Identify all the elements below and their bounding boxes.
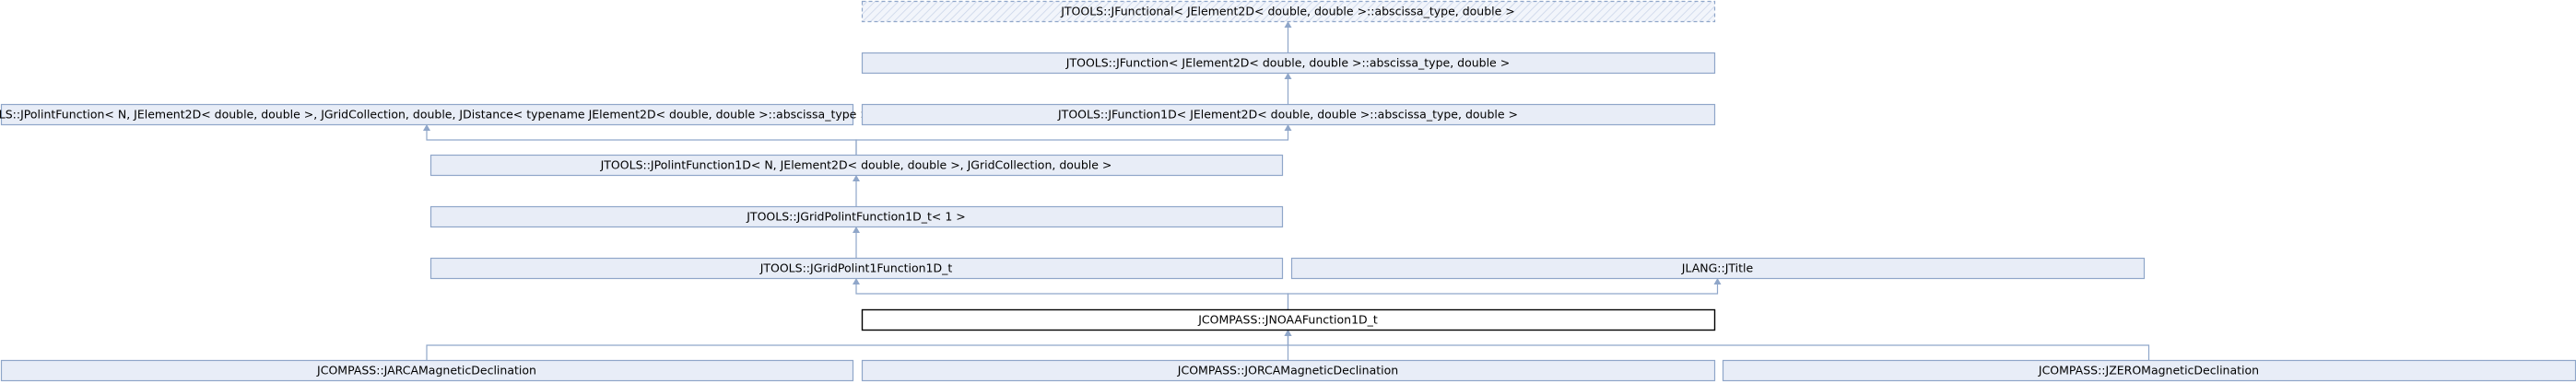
class-label: JCOMPASS::JZEROMagneticDeclination — [2038, 364, 2259, 377]
edge-jpolintfunction1d-to-jpolintfunction — [426, 131, 857, 155]
class-box — [861, 0, 1716, 23]
class-node-jorca[interactable]: JCOMPASS::JORCAMagneticDeclination — [861, 359, 1716, 382]
class-node-jnoaafunction1d_t[interactable]: JCOMPASS::JNOAAFunction1D_t — [861, 308, 1716, 331]
class-node-jzero[interactable]: JCOMPASS::JZEROMagneticDeclination — [1722, 359, 2576, 382]
edge-jpolintfunction1d-to-jfunction1d — [855, 131, 1289, 155]
class-node-jfunction[interactable]: JTOOLS::JFunction< JElement2D< double, d… — [861, 52, 1716, 75]
arrowhead-jpolintfunction1d-to-jfunction1d — [1284, 124, 1292, 131]
class-box — [861, 103, 1716, 126]
class-node-jgridpolint1function1d_t[interactable]: JTOOLS::JGridPolint1Function1D_t — [429, 257, 1284, 280]
class-label: JCOMPASS::JARCAMagneticDeclination — [316, 364, 536, 377]
class-node-jpolintfunction1d[interactable]: JTOOLS::JPolintFunction1D< N, JElement2D… — [429, 154, 1284, 177]
class-label: JCOMPASS::JORCAMagneticDeclination — [1177, 364, 1398, 377]
arrowhead-jfunction-to-jfunctional — [1284, 21, 1292, 28]
edge-jnoaafunction1d_t-to-jtitle — [1287, 284, 1719, 309]
arrowhead-jgridpolint1function1d_t-to-jgridpolintfunction1d_t1 — [853, 226, 860, 233]
class-box — [861, 359, 1716, 382]
arrowhead-jpolintfunction1d-to-jpolintfunction — [423, 124, 430, 131]
class-box — [0, 103, 854, 126]
class-label: JTOOLS::JPolintFunction1D< N, JElement2D… — [600, 158, 1112, 172]
class-label: JTOOLS::JFunction1D< JElement2D< double,… — [1057, 108, 1518, 122]
class-box — [861, 52, 1716, 75]
class-node-jarca[interactable]: JCOMPASS::JARCAMagneticDeclination — [0, 359, 854, 382]
class-box — [1290, 257, 2146, 280]
class-box — [429, 205, 1284, 228]
class-node-jpolintfunction[interactable]: JTOOLS::JPolintFunction< N, JElement2D< … — [0, 103, 883, 126]
arrowhead-jgridpolintfunction1d_t1-to-jpolintfunction1d — [853, 175, 860, 181]
edges-layer — [423, 21, 2150, 360]
class-label: JTOOLS::JGridPolintFunction1D_t< 1 > — [746, 210, 966, 224]
arrowhead-jnoaafunction1d_t-to-jgridpolint1function1d_t — [853, 278, 860, 284]
class-node-jfunctional[interactable]: JTOOLS::JFunctional< JElement2D< double,… — [861, 0, 1716, 23]
arrowhead-jfunction1d-to-jfunction — [1284, 73, 1292, 79]
class-node-jgridpolintfunction1d_t1[interactable]: JTOOLS::JGridPolintFunction1D_t< 1 > — [429, 205, 1284, 228]
edge-jarca-to-jnoaafunction1d_t — [426, 336, 1289, 360]
class-box — [429, 154, 1284, 177]
class-label: JTOOLS::JGridPolint1Function1D_t — [759, 261, 953, 275]
class-box — [861, 308, 1716, 331]
arrowhead-jzero-to-jnoaafunction1d_t — [1284, 330, 1292, 336]
class-label: JTOOLS::JFunction< JElement2D< double, d… — [1065, 56, 1510, 70]
class-label: JCOMPASS::JNOAAFunction1D_t — [1197, 313, 1378, 327]
class-box — [0, 359, 854, 382]
class-node-jfunction1d[interactable]: JTOOLS::JFunction1D< JElement2D< double,… — [861, 103, 1716, 126]
arrowhead-jnoaafunction1d_t-to-jtitle — [1713, 278, 1722, 284]
edge-jzero-to-jnoaafunction1d_t — [1287, 336, 2150, 360]
class-label: JLANG::JTitle — [1681, 261, 1754, 275]
class-label: JTOOLS::JPolintFunction< N, JElement2D< … — [0, 108, 883, 122]
class-box — [429, 257, 1284, 280]
class-node-jtitle[interactable]: JLANG::JTitle — [1290, 257, 2146, 280]
class-label: JTOOLS::JFunctional< JElement2D< double,… — [1060, 5, 1515, 18]
edge-jnoaafunction1d_t-to-jgridpolint1function1d_t — [855, 284, 1289, 309]
